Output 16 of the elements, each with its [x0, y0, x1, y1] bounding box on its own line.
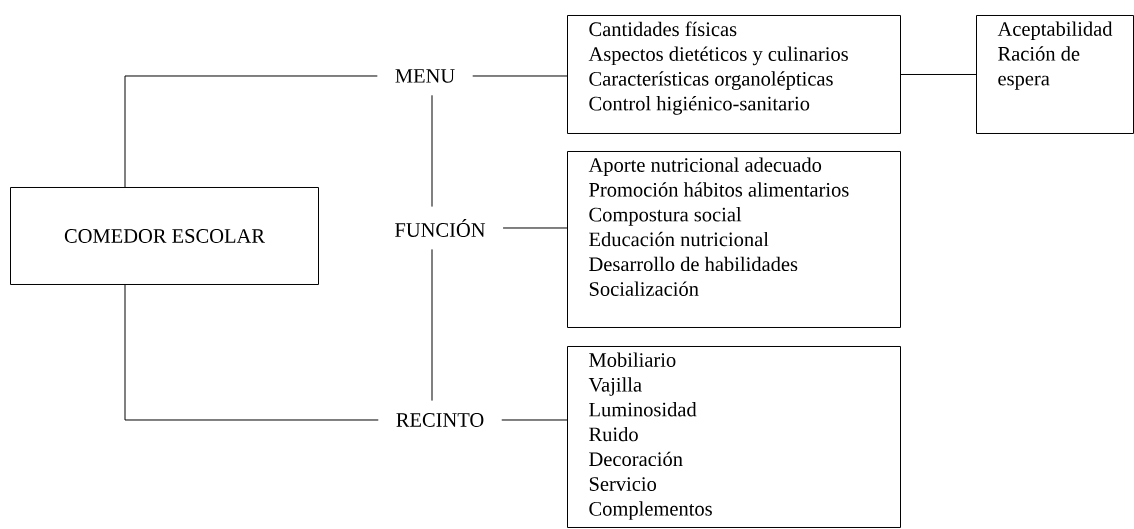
branch-label: MENU [395, 69, 455, 83]
connector-line [472, 75, 568, 77]
connector-line [431, 248, 433, 402]
connector-line [501, 419, 568, 421]
connector-line [502, 227, 568, 229]
connector-line [124, 75, 378, 188]
branch-label: FUNCIÓN [395, 219, 486, 237]
main-box: COMEDOR ESCOLAR [10, 187, 319, 285]
list-box: Aporte nutricional adecuado Promoción hábitos alimentarios Compostura social Educación nutricional Desarrollo de habilidades Socialización [567, 151, 901, 328]
list-box: Aceptabilidad Ración de espera [976, 15, 1134, 134]
connector-line [900, 74, 977, 75]
connector-line [124, 284, 379, 421]
connector-line [431, 94, 433, 208]
list-box: Cantidades físicas Aspectos dietéticos y culinarios Características organolépticas Control higiénico-sanitario [567, 15, 901, 134]
branch-label: RECINTO [396, 413, 484, 427]
list-box: Mobiliario Vajilla Luminosidad Ruido Decoración Servicio Complementos [567, 346, 901, 528]
